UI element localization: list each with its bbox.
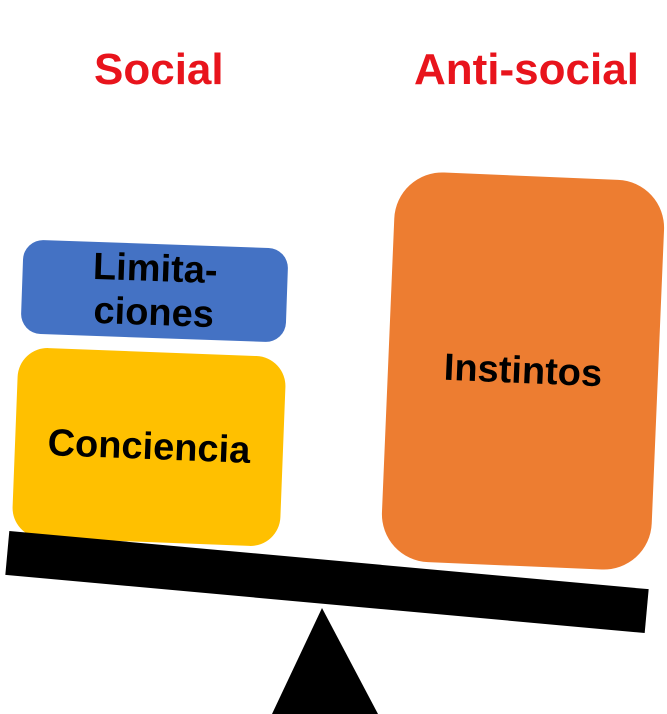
anti-social-heading: Anti-social (414, 45, 639, 94)
fulcrum-triangle (272, 608, 378, 714)
social-heading: Social (94, 45, 224, 94)
